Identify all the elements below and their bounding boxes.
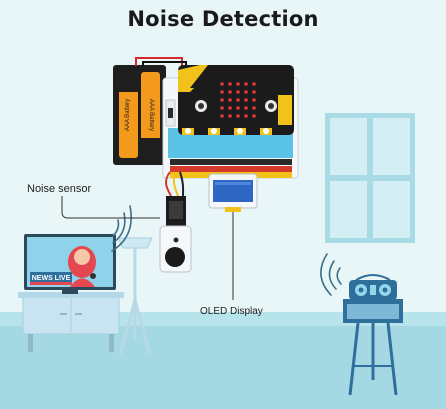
window — [325, 113, 415, 243]
speaker — [349, 274, 397, 300]
noise-sensor-label: Noise sensor — [27, 183, 92, 195]
noise-sensor-leader-line — [61, 196, 160, 219]
sensor-wire-black — [179, 171, 185, 197]
oled-display — [208, 173, 258, 212]
television: NEWS LIVE — [24, 234, 116, 294]
speaker-sound-waves-icon — [320, 253, 342, 296]
sensor-wire-red — [165, 171, 172, 197]
floor — [0, 326, 446, 409]
battery-label-2: AAA Battery — [125, 99, 131, 131]
microbit-board — [178, 65, 294, 135]
sensor-stand — [117, 237, 153, 356]
speaker-table — [343, 299, 403, 396]
tv-cabinet — [18, 292, 124, 352]
diagram-title: Noise Detection — [127, 7, 319, 31]
news-live-badge: NEWS LIVE — [32, 275, 71, 282]
battery-label: AAA Battery — [148, 99, 154, 131]
tv-sound-waves-icon — [111, 205, 132, 252]
battery-holder: AAA Battery AAA Battery — [113, 65, 166, 165]
sensor-wire-yellow — [172, 171, 179, 197]
oled-display-label: OLED Display — [200, 306, 263, 317]
noise-sensor-module — [159, 196, 192, 273]
